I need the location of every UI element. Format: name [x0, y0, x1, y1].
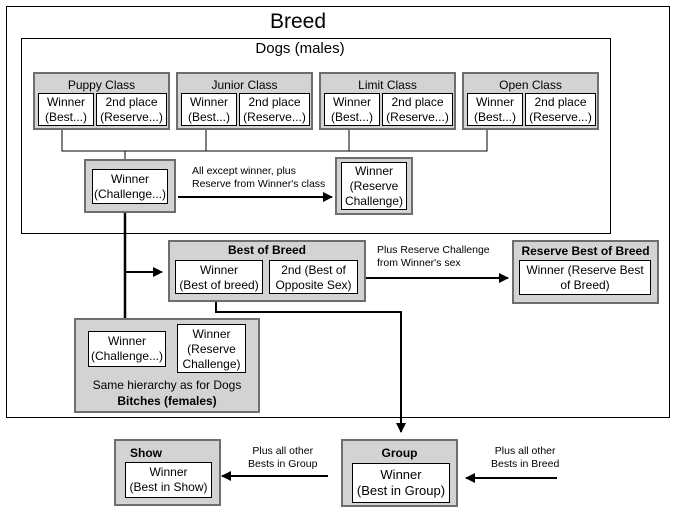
rbob-line2: of Breed) — [560, 278, 610, 292]
junior-class-box: Junior Class Winner (Best...) 2nd place … — [176, 72, 313, 130]
class-title: Puppy Class — [67, 78, 136, 92]
dog-reserve-line2: (Reserve — [349, 179, 399, 193]
bitches-box: Winner (Challenge...) Winner (Reserve Ch… — [74, 318, 260, 413]
rbob-line1: Winner (Reserve Best — [526, 263, 644, 277]
group-note-line1: Plus all other — [494, 445, 556, 457]
reserve-note-line1: All except winner, plus — [192, 165, 296, 177]
bitch-challenge-line1: Winner — [107, 334, 146, 348]
group-line1: Winner — [380, 467, 422, 482]
show-title: Show — [130, 446, 162, 460]
class-winner-label: Winner — [332, 95, 371, 109]
class-winner-sub: (Best...) — [44, 110, 87, 124]
group-note-line2: Bests in Breed — [491, 458, 560, 470]
class-title: Limit Class — [358, 78, 417, 92]
best-of-opposite-sex: 2nd (Best of Opposite Sex) — [269, 260, 358, 294]
class-second-sub: (Reserve...) — [529, 110, 592, 124]
class-winner-box: Winner (Best...) — [467, 93, 523, 126]
class-second-label: 2nd place — [105, 95, 158, 109]
show-line1: Winner — [149, 465, 188, 479]
puppy-class-box: Puppy Class Winner (Best...) 2nd place (… — [33, 72, 170, 130]
breed-title: Breed — [269, 10, 327, 33]
limit-class-box: Limit Class Winner (Best...) 2nd place (… — [319, 72, 456, 130]
class-winner-label: Winner — [189, 95, 228, 109]
open-class-box: Open Class Winner (Best...) 2nd place (R… — [462, 72, 599, 130]
dog-challenge-line2: (Challenge...) — [93, 187, 167, 201]
class-winner-box: Winner (Best...) — [181, 93, 237, 126]
dog-challenge-line1: Winner — [110, 172, 149, 186]
show-note: Plus all other Bests in Group — [248, 445, 317, 471]
group-note: Plus all other Bests in Breed — [491, 445, 559, 471]
class-winner-box: Winner (Best...) — [324, 93, 380, 126]
class-winner-label: Winner — [46, 95, 85, 109]
bitch-reserve-line2: (Reserve — [187, 342, 236, 356]
best-of-breed-title: Best of Breed — [227, 243, 307, 257]
class-second-label: 2nd place — [248, 95, 301, 109]
reserve-note-line2: Reserve from Winner's class — [192, 178, 326, 190]
group-line2: (Best in Group) — [356, 483, 446, 498]
class-second-label: 2nd place — [391, 95, 444, 109]
breed-frame — [6, 6, 670, 418]
class-second-sub: (Reserve...) — [100, 110, 163, 124]
rbob-note: Plus Reserve Challenge from Winner's sex — [377, 244, 490, 270]
class-second-box: 2nd place (Reserve...) — [96, 93, 167, 126]
show-winner: Winner (Best in Show) — [125, 462, 212, 498]
bos-line2: Opposite Sex) — [275, 278, 352, 292]
class-second-sub: (Reserve...) — [386, 110, 449, 124]
dog-reserve-line1: Winner — [354, 164, 393, 178]
class-second-box: 2nd place (Reserve...) — [525, 93, 596, 126]
rbob-note-line1: Plus Reserve Challenge — [377, 244, 490, 256]
bitches-note: Same hierarchy as for Dogs — [92, 378, 242, 392]
bob-winner-line2: (Best of breed) — [179, 278, 259, 292]
best-of-breed-box: Best of Breed Winner (Best of breed) 2nd… — [168, 240, 366, 302]
bitch-challenge-winner: Winner (Challenge...) — [88, 331, 166, 367]
reserve-challenge-note: All except winner, plus Reserve from Win… — [192, 165, 325, 191]
group-box: Group Winner (Best in Group) — [341, 439, 458, 507]
class-second-box: 2nd place (Reserve...) — [239, 93, 310, 126]
class-title: Junior Class — [211, 78, 278, 92]
show-note-line2: Bests in Group — [248, 458, 318, 470]
class-winner-sub: (Best...) — [330, 110, 373, 124]
class-winner-sub: (Best...) — [187, 110, 230, 124]
class-title: Open Class — [499, 78, 562, 92]
dog-reserve-line3: Challenge) — [344, 194, 404, 208]
class-winner-label: Winner — [475, 95, 514, 109]
show-line2: (Best in Show) — [129, 480, 208, 494]
bitch-reserve-line1: Winner — [192, 327, 231, 341]
group-winner: Winner (Best in Group) — [352, 463, 450, 503]
rbob-winner: Winner (Reserve Best of Breed) — [519, 260, 651, 295]
class-winner-sub: (Best...) — [473, 110, 516, 124]
rbob-note-line2: from Winner's sex — [377, 257, 461, 269]
show-note-line1: Plus all other — [252, 445, 314, 457]
dogs-title: Dogs (males) — [255, 40, 345, 57]
class-winner-box: Winner (Best...) — [38, 93, 94, 126]
dogs-frame — [21, 38, 611, 234]
group-title: Group — [381, 446, 418, 460]
bitches-title: Bitches (females) — [117, 394, 217, 408]
group-arrow — [215, 297, 406, 433]
bob-winner-line1: Winner — [199, 263, 238, 277]
bitch-challenge-line2: (Challenge...) — [90, 349, 164, 363]
rbob-title: Reserve Best of Breed — [521, 244, 650, 258]
dog-challenge-winner: Winner (Challenge...) — [92, 169, 168, 204]
class-second-sub: (Reserve...) — [243, 110, 306, 124]
best-of-breed-winner: Winner (Best of breed) — [175, 260, 263, 294]
show-box: Show Winner (Best in Show) — [114, 439, 221, 506]
reserve-best-of-breed-box: Reserve Best of Breed Winner (Reserve Be… — [512, 240, 659, 304]
bos-line1: 2nd (Best of — [281, 263, 346, 277]
dog-reserve-challenge-box: Winner (Reserve Challenge) — [335, 157, 413, 215]
dog-reserve-challenge-winner: Winner (Reserve Challenge) — [341, 162, 407, 210]
bitch-reserve-challenge: Winner (Reserve Challenge) — [177, 324, 246, 373]
class-second-box: 2nd place (Reserve...) — [382, 93, 453, 126]
dog-challenge-box: Winner (Challenge...) — [84, 159, 176, 213]
class-second-label: 2nd place — [534, 95, 587, 109]
bitch-reserve-line3: Challenge) — [182, 357, 241, 371]
class-connector — [61, 130, 488, 152]
